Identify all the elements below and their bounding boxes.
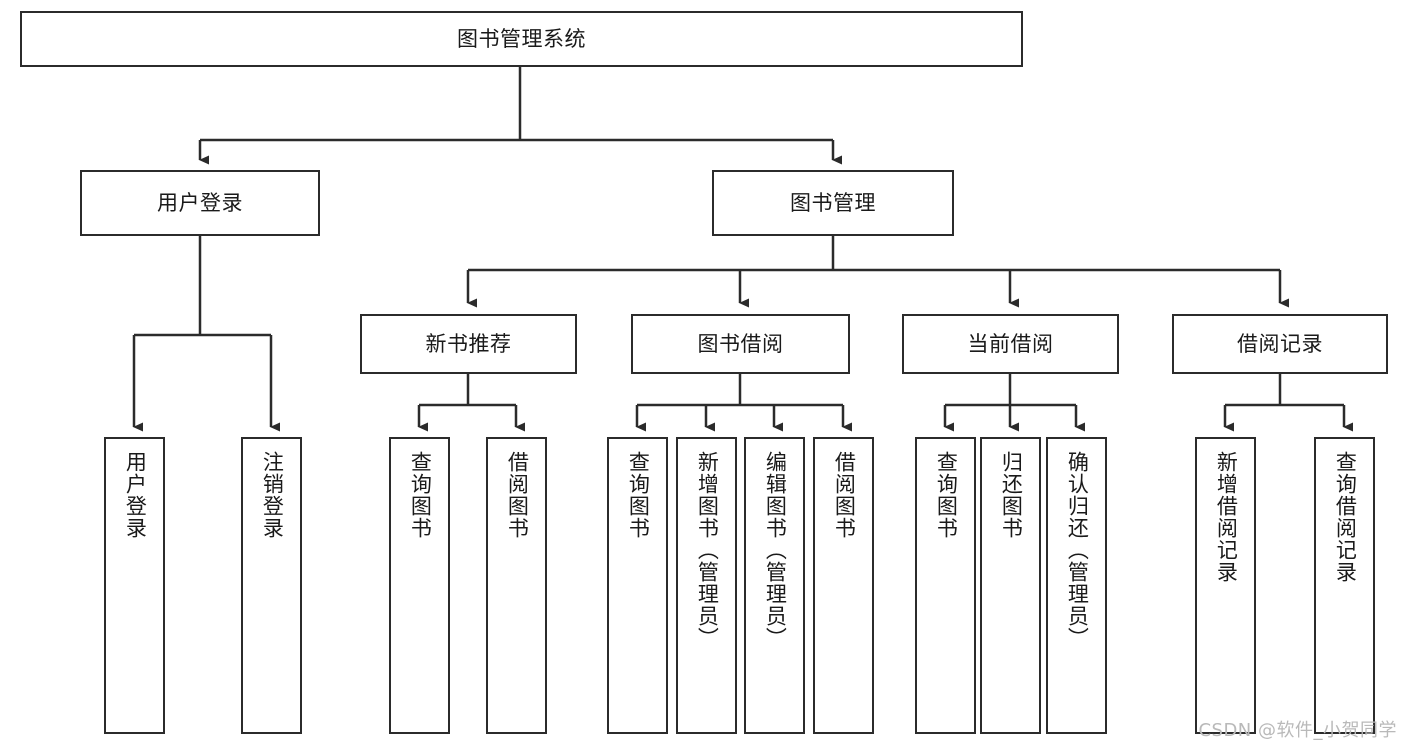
watermark-text: CSDN @软件_小贺同学 — [1198, 720, 1397, 741]
node-book-manage-label: 图书管理 — [790, 190, 876, 215]
node-leaf-cb-query-book-label: 查询图书 — [934, 451, 959, 539]
node-new-book-recommend-label: 新书推荐 — [425, 331, 512, 356]
node-leaf-user-login[interactable]: 用户登录 — [104, 437, 165, 734]
node-user-login-label: 用户登录 — [157, 190, 243, 215]
node-current-borrow[interactable]: 当前借阅 — [902, 314, 1119, 374]
node-borrow-record[interactable]: 借阅记录 — [1172, 314, 1388, 374]
node-current-borrow-label: 当前借阅 — [967, 331, 1054, 356]
node-leaf-bb-add-book-label: 新增图书（管理员） — [695, 451, 720, 649]
node-book-manage[interactable]: 图书管理 — [712, 170, 954, 236]
node-leaf-nb-query-book[interactable]: 查询图书 — [389, 437, 450, 734]
node-leaf-bb-borrow-book[interactable]: 借阅图书 — [813, 437, 874, 734]
node-book-borrow[interactable]: 图书借阅 — [631, 314, 850, 374]
node-leaf-bb-borrow-book-label: 借阅图书 — [832, 451, 857, 539]
node-leaf-br-add-record-label: 新增借阅记录 — [1214, 451, 1239, 583]
node-leaf-cb-confirm-return[interactable]: 确认归还（管理员） — [1046, 437, 1107, 734]
node-leaf-cb-return-book-label: 归还图书 — [999, 451, 1024, 539]
node-leaf-bb-query-book-label: 查询图书 — [626, 451, 651, 539]
node-leaf-user-login-label: 用户登录 — [123, 451, 148, 539]
node-borrow-record-label: 借阅记录 — [1237, 331, 1323, 356]
node-book-borrow-label: 图书借阅 — [697, 331, 784, 356]
node-leaf-bb-edit-book[interactable]: 编辑图书（管理员） — [744, 437, 805, 734]
node-leaf-br-query-record[interactable]: 查询借阅记录 — [1314, 437, 1375, 734]
node-root-label: 图书管理系统 — [457, 26, 586, 51]
node-leaf-bb-add-book[interactable]: 新增图书（管理员） — [676, 437, 737, 734]
node-leaf-logout[interactable]: 注销登录 — [241, 437, 302, 734]
node-user-login[interactable]: 用户登录 — [80, 170, 320, 236]
node-leaf-bb-edit-book-label: 编辑图书（管理员） — [763, 451, 788, 649]
node-leaf-br-query-record-label: 查询借阅记录 — [1333, 451, 1358, 583]
node-leaf-cb-return-book[interactable]: 归还图书 — [980, 437, 1041, 734]
node-leaf-logout-label: 注销登录 — [260, 451, 285, 539]
node-root[interactable]: 图书管理系统 — [20, 11, 1023, 67]
node-new-book-recommend[interactable]: 新书推荐 — [360, 314, 577, 374]
node-leaf-bb-query-book[interactable]: 查询图书 — [607, 437, 668, 734]
node-leaf-br-add-record[interactable]: 新增借阅记录 — [1195, 437, 1256, 734]
node-leaf-cb-confirm-return-label: 确认归还（管理员） — [1065, 451, 1090, 649]
node-leaf-nb-borrow-book[interactable]: 借阅图书 — [486, 437, 547, 734]
node-leaf-nb-borrow-book-label: 借阅图书 — [505, 451, 530, 539]
node-leaf-nb-query-book-label: 查询图书 — [408, 451, 433, 539]
node-leaf-cb-query-book[interactable]: 查询图书 — [915, 437, 976, 734]
